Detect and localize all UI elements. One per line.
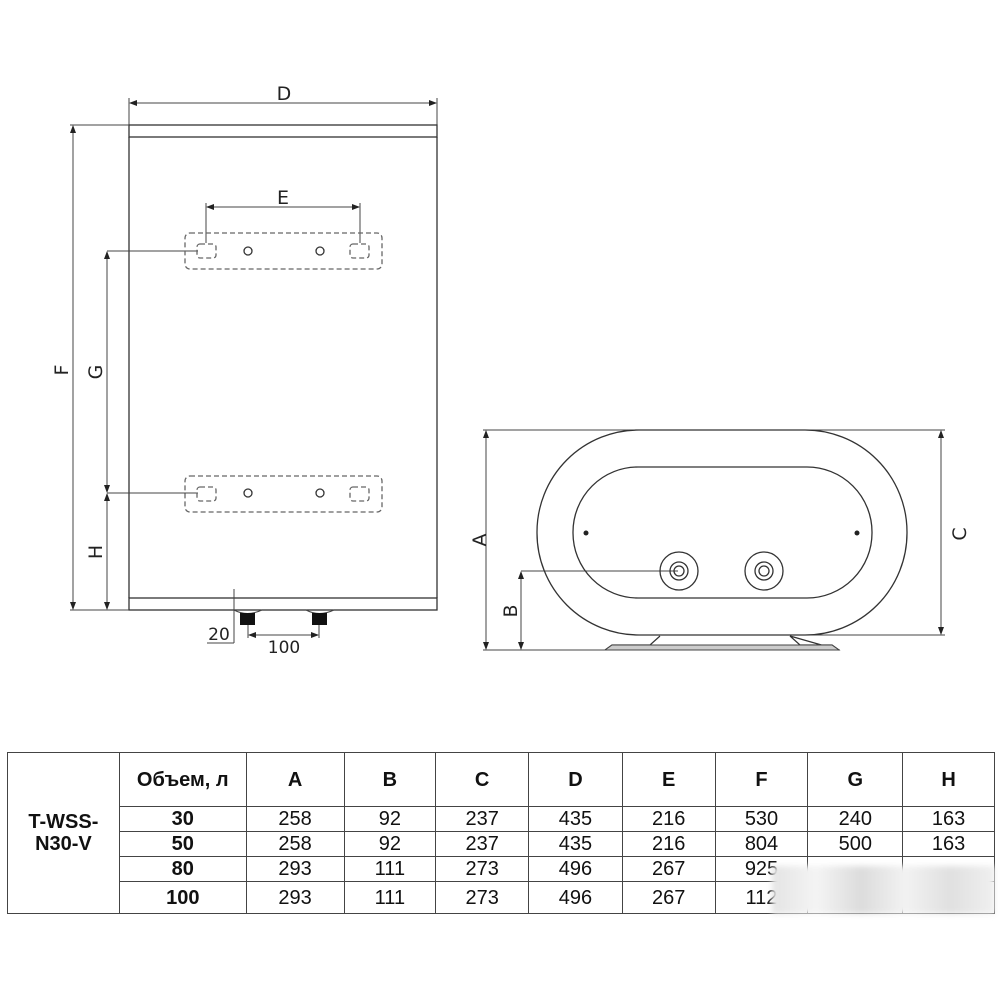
- top-cap: [128, 124, 438, 138]
- label-f: F: [51, 365, 73, 376]
- label-a: A: [469, 534, 491, 547]
- cell-c: 273: [435, 881, 530, 914]
- label-d: D: [277, 83, 292, 105]
- cell-g: 240: [807, 806, 904, 832]
- cell-d: 496: [528, 856, 623, 882]
- header-c: C: [435, 752, 530, 807]
- header-g: G: [807, 752, 904, 807]
- base-stand: [603, 644, 841, 651]
- label-g: G: [85, 365, 107, 380]
- cell-b: 92: [343, 806, 437, 832]
- pipe-offset-label: 20: [208, 625, 230, 645]
- fitting-right: [744, 551, 784, 591]
- water-heater-drawing: D F G H E: [51, 83, 971, 658]
- cell-g: 500: [807, 831, 904, 857]
- cell-e: 216: [621, 831, 716, 857]
- label-c: C: [949, 527, 971, 540]
- front-view: D F G H E: [51, 83, 438, 658]
- cell-f: 530: [714, 806, 809, 832]
- cell-e: 267: [621, 881, 716, 914]
- cell-volume: 100: [118, 881, 247, 914]
- bottom-cap: [128, 597, 438, 611]
- cell-volume: 30: [118, 806, 247, 832]
- label-e: E: [277, 187, 289, 209]
- cell-c: 273: [435, 856, 530, 882]
- cell-d: 496: [528, 881, 623, 914]
- cell-c: 237: [435, 831, 530, 857]
- pipe-inlet: [240, 613, 255, 625]
- tank-inner-panel: [572, 466, 873, 599]
- label-h: H: [85, 545, 107, 559]
- header-f: F: [714, 752, 809, 807]
- header-volume: Объем, л: [118, 752, 247, 807]
- tank-outer-shell: [536, 429, 908, 636]
- header-b: B: [343, 752, 437, 807]
- cell-e: 267: [621, 856, 716, 882]
- fitting-left: [659, 551, 699, 591]
- pipe-spacing-label: 100: [268, 638, 300, 658]
- header-d: D: [528, 752, 623, 807]
- mounting-bracket-top: [184, 232, 383, 270]
- cell-h: 163: [902, 831, 995, 857]
- label-b: B: [500, 604, 522, 617]
- cell-b: 111: [343, 856, 437, 882]
- model-name: T-WSS-N30-V: [7, 752, 120, 914]
- cell-f: 804: [714, 831, 809, 857]
- mounting-bracket-bottom: [184, 475, 383, 513]
- cell-d: 435: [528, 831, 623, 857]
- cell-b: 111: [343, 881, 437, 914]
- pipe-outlet: [312, 613, 327, 625]
- cell-d: 435: [528, 806, 623, 832]
- header-e: E: [621, 752, 716, 807]
- cell-e: 216: [621, 806, 716, 832]
- cell-a: 258: [245, 806, 345, 832]
- cell-volume: 80: [118, 856, 247, 882]
- header-a: A: [245, 752, 345, 807]
- cell-a: 293: [245, 856, 345, 882]
- cell-h: 163: [902, 806, 995, 832]
- cell-a: 258: [245, 831, 345, 857]
- cell-a: 293: [245, 881, 345, 914]
- cell-b: 92: [343, 831, 437, 857]
- watermark-blur: [772, 866, 995, 914]
- cell-c: 237: [435, 806, 530, 832]
- side-view: A C B: [469, 429, 971, 651]
- header-h: H: [902, 752, 995, 807]
- cell-volume: 50: [118, 831, 247, 857]
